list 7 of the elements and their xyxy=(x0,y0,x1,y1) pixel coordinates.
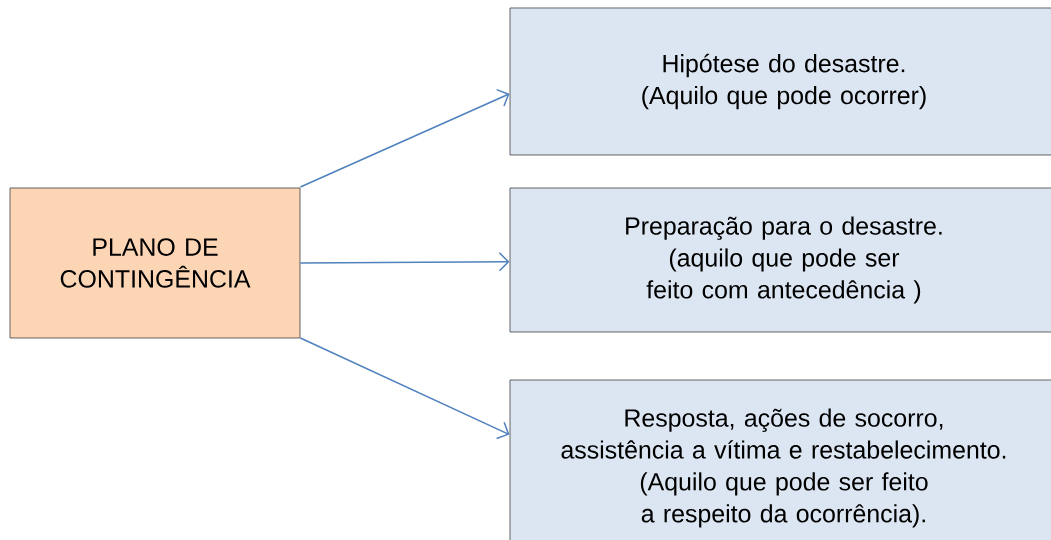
arrow xyxy=(299,252,510,272)
plan-box: PLANO DE CONTINGÊNCIA xyxy=(9,187,301,339)
arrow xyxy=(299,337,510,440)
arrow xyxy=(299,88,510,188)
phase-box: Resposta, ações de socorro, assistência a vítima e restabelecimento. (Aquilo que pode ser feito a respeito da ocorrência). xyxy=(509,379,1051,540)
phase-box: Preparação para o desastre. (aquilo que pode ser feito com antecedência ) xyxy=(509,187,1051,333)
phase-box: Hipótese do desastre. (Aquilo que pode ocorrer) xyxy=(509,7,1051,156)
